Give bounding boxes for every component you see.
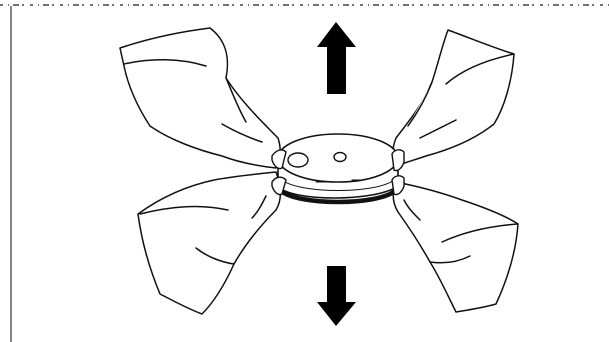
hand-upper-right-icon (393, 30, 514, 166)
hand-upper-left-icon (120, 28, 280, 168)
hand-lower-right-icon (393, 182, 518, 312)
round-lid-icon (278, 134, 398, 202)
arrow-down-icon (317, 266, 356, 326)
hand-lower-left-icon (138, 172, 281, 314)
arrow-up-icon (317, 22, 356, 94)
